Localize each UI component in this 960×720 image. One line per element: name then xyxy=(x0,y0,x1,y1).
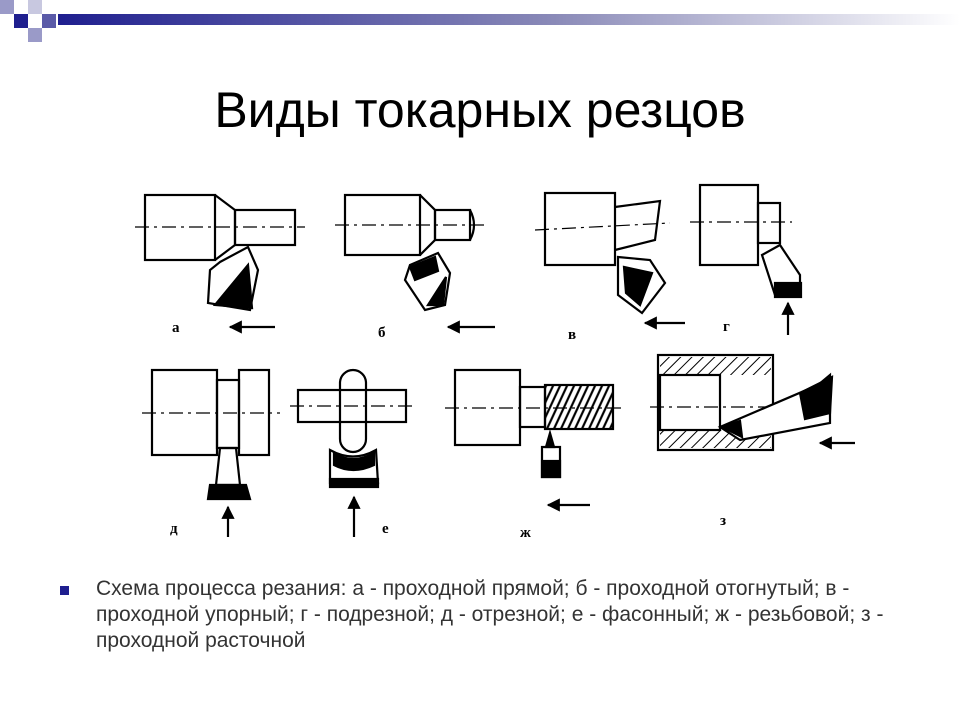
panel-label: ж xyxy=(520,525,531,541)
slide-title: Виды токарных резцов xyxy=(214,82,746,138)
scheme-e xyxy=(290,368,414,537)
scheme-z xyxy=(650,353,855,452)
turning-tools-figure: а б в г д е ж з xyxy=(135,183,855,541)
caption-text: Схема процесса резания: а - проходной пр… xyxy=(96,577,884,652)
panel-label: б xyxy=(378,325,386,341)
scheme-g xyxy=(690,183,803,335)
header-decoration xyxy=(0,0,960,42)
panel-label: з xyxy=(720,513,726,529)
panel-label: е xyxy=(382,521,389,537)
scheme-v xyxy=(534,191,685,330)
panel-label: г xyxy=(723,319,730,335)
panel-label: а xyxy=(172,320,180,336)
scheme-b xyxy=(335,193,495,334)
scheme-d xyxy=(142,368,280,537)
scheme-a xyxy=(135,193,305,334)
panel-label: д xyxy=(170,521,178,537)
panel-label: в xyxy=(568,327,576,343)
bullet-square-icon xyxy=(60,586,69,595)
scheme-zh xyxy=(445,368,625,512)
